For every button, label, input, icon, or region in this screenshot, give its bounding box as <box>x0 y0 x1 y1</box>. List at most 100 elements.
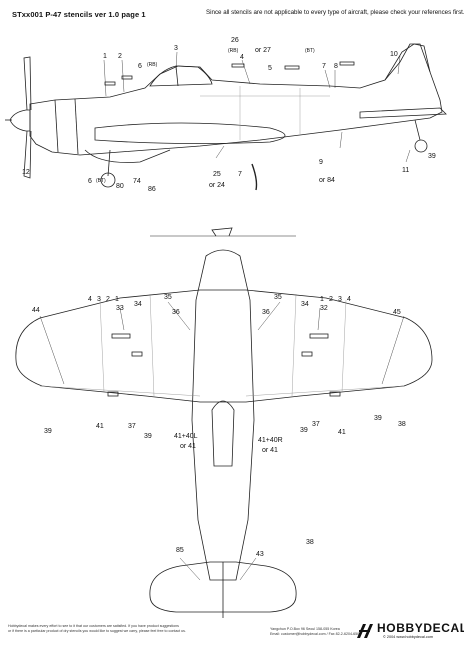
label: 4 <box>88 296 92 303</box>
label: 38 <box>398 421 406 428</box>
fuselage-top <box>191 249 255 581</box>
label: 3 <box>174 45 178 52</box>
belly-scoop <box>84 149 171 163</box>
label: 41 <box>96 423 104 430</box>
flap-line-right <box>245 385 405 397</box>
panel-line <box>341 299 347 393</box>
sheet-title: STxx001 P-47 stencils ver 1.0 page 1 <box>12 10 146 19</box>
label: (BT) <box>305 48 315 54</box>
label: 37 <box>128 423 136 430</box>
stencil-mark <box>111 333 131 339</box>
prop-blade-top <box>23 56 32 111</box>
label: 9 <box>319 159 323 166</box>
label: 4 <box>347 296 351 303</box>
leader-line <box>215 145 225 159</box>
label: 8 <box>334 63 338 70</box>
label: 6 <box>88 178 92 185</box>
plan-view <box>15 227 433 618</box>
label: 39 <box>300 427 308 434</box>
leader-line <box>397 55 401 75</box>
stencil-mark <box>284 65 300 70</box>
label: 25 <box>213 171 221 178</box>
label: 38 <box>306 539 314 546</box>
label: or 41 <box>180 443 196 450</box>
leader-line <box>339 131 343 149</box>
stencil-mark <box>301 351 313 357</box>
antenna <box>251 163 258 191</box>
label: or 24 <box>209 182 225 189</box>
tail-strut <box>414 119 421 141</box>
wing-root <box>94 122 286 144</box>
label: 3 <box>97 296 101 303</box>
flap-line-left <box>39 385 201 397</box>
main-gear-wheel <box>100 172 116 188</box>
label: 34 <box>134 301 142 308</box>
fin <box>384 43 431 81</box>
label: 32 <box>320 305 328 312</box>
footer-email: Email: customer@hobbydecal.com / Fax 82-… <box>270 632 362 636</box>
label: 6 <box>138 63 142 70</box>
footer-disclaimer: Hobbydecal makes every effort to see to … <box>8 624 208 634</box>
label: 39 <box>374 415 382 422</box>
label: 12 <box>22 169 30 176</box>
label: 45 <box>393 309 401 316</box>
label: 2 <box>118 53 122 60</box>
stencil-mark <box>107 391 119 397</box>
leader-line <box>39 315 65 385</box>
spinner <box>9 109 31 132</box>
leader-line <box>121 59 125 93</box>
hobbydecal-logo: HOBBYDECAL © 2004 www.hobbydecal.com <box>355 620 464 644</box>
stencil-mark <box>329 391 341 397</box>
leader-line <box>241 59 251 85</box>
horizontal-stabilizer <box>149 561 297 613</box>
stabilizer <box>359 107 447 119</box>
label: 2 <box>106 296 110 303</box>
prop-hub <box>211 227 233 237</box>
label: or 27 <box>255 47 271 54</box>
wing-planform <box>15 289 433 403</box>
leader-line <box>119 307 125 331</box>
cowl-ring-2 <box>74 98 79 155</box>
label: or 41 <box>262 447 278 454</box>
tail-wheel <box>414 139 428 153</box>
stencil-mark <box>131 351 143 357</box>
leader-line <box>175 51 178 71</box>
canopy <box>149 65 213 87</box>
stencil-mark <box>231 63 245 68</box>
leader-line <box>405 149 411 163</box>
label: 43 <box>256 551 264 558</box>
sheet-note: Since all stencils are not applicable to… <box>206 9 464 16</box>
logo-mark-icon <box>357 624 373 638</box>
panel-line <box>99 299 105 393</box>
label: 4 <box>240 54 244 61</box>
footer-line: or if there is a particular product of d… <box>8 629 186 633</box>
label: 39 <box>144 433 152 440</box>
label: 85 <box>176 547 184 554</box>
prop-blade-bottom <box>23 130 32 179</box>
label: 7 <box>238 171 242 178</box>
footer-contact: Yangchun P.O.Box 96 Seoul 158-055 Korea … <box>270 627 430 637</box>
leader-line <box>239 557 257 581</box>
label: 36 <box>262 309 270 316</box>
leader-line <box>317 307 321 331</box>
label: 26 <box>231 37 239 44</box>
label: 5 <box>268 65 272 72</box>
stencil-mark <box>104 81 116 86</box>
label: 37 <box>312 421 320 428</box>
label: (RB) <box>228 48 239 54</box>
label: 35 <box>164 294 172 301</box>
label: 41+40R <box>258 437 283 444</box>
label: 86 <box>148 186 156 193</box>
label: (RB) <box>147 62 158 68</box>
leader-line <box>179 557 201 581</box>
logo-wordmark: HOBBYDECAL <box>377 621 464 635</box>
side-view <box>5 43 447 191</box>
footer-line: Hobbydecal makes every effort to see to … <box>8 624 179 628</box>
label: 10 <box>390 51 398 58</box>
label: 34 <box>301 301 309 308</box>
label: 44 <box>32 307 40 314</box>
label: 36 <box>172 309 180 316</box>
stencil-mark <box>339 61 355 66</box>
